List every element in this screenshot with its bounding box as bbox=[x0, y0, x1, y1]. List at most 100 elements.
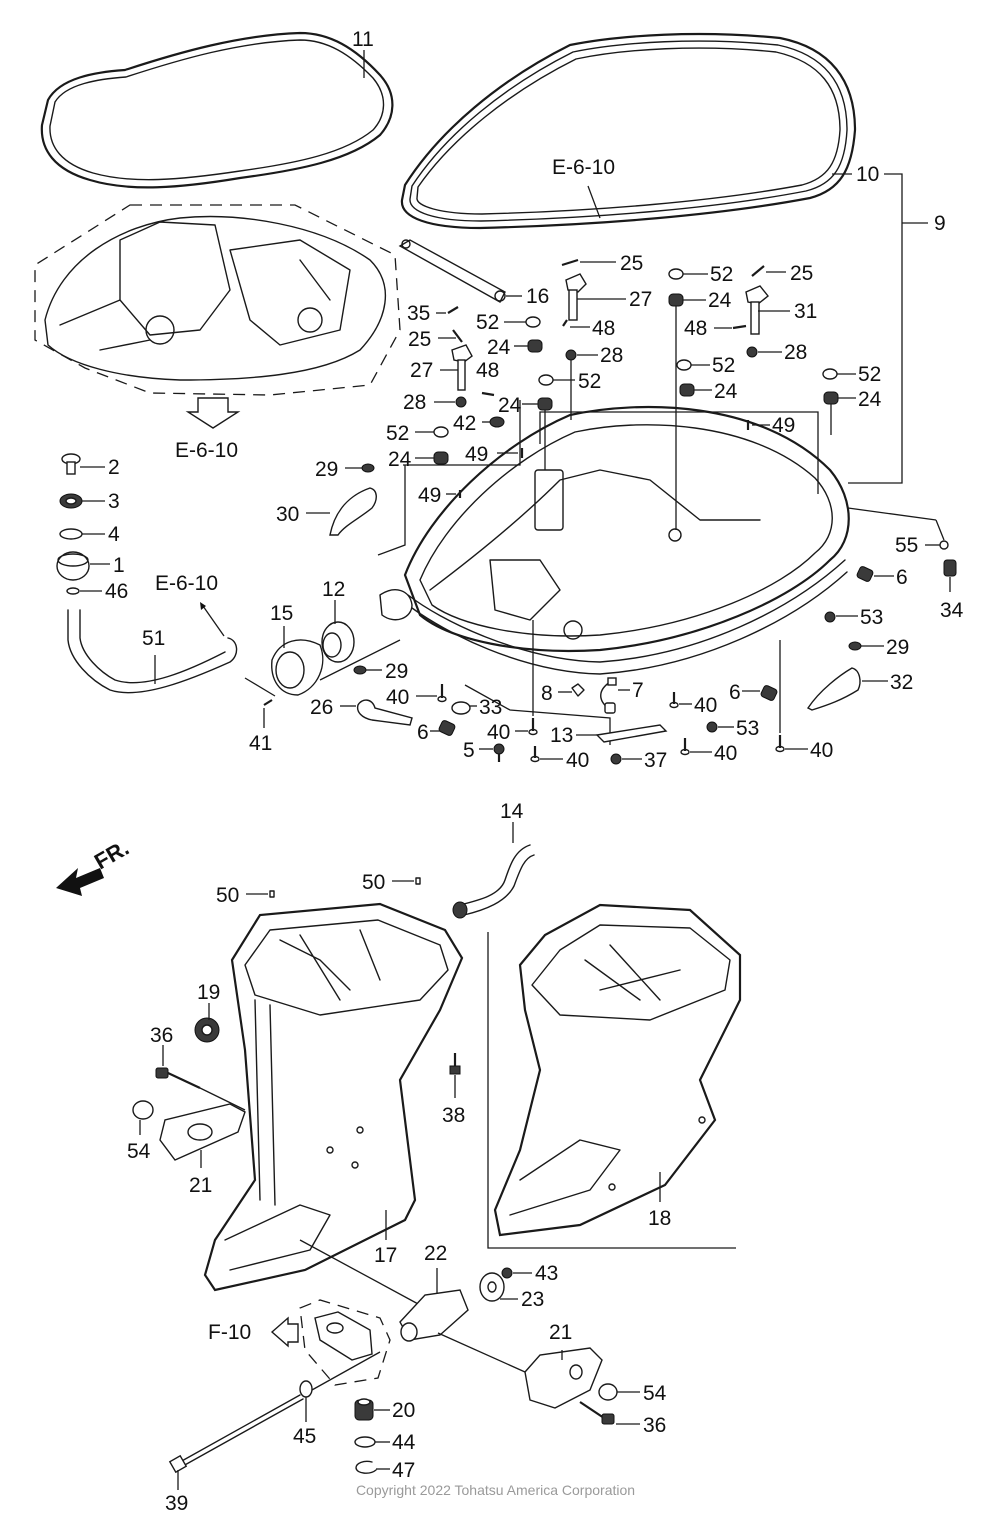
callout-45[interactable]: 45 bbox=[293, 1425, 316, 1448]
ref-mount-label[interactable]: F-10 bbox=[208, 1321, 251, 1344]
part-13-trim[interactable] bbox=[595, 724, 668, 743]
part-55-washer[interactable] bbox=[939, 540, 949, 550]
part-44-washer[interactable] bbox=[354, 1436, 376, 1448]
callout-53[interactable]: 53 bbox=[736, 717, 759, 740]
part-11-seal-ring[interactable] bbox=[40, 31, 394, 189]
callout-24[interactable]: 24 bbox=[858, 388, 882, 411]
callout-6[interactable]: 6 bbox=[417, 721, 429, 744]
part-12-grommet[interactable] bbox=[321, 621, 355, 663]
ref-under-plate-label[interactable]: E-6-10 bbox=[175, 439, 238, 462]
callout-7[interactable]: 7 bbox=[632, 679, 644, 702]
callout-54[interactable]: 54 bbox=[643, 1382, 667, 1405]
callout-20[interactable]: 20 bbox=[392, 1399, 415, 1422]
callout-10[interactable]: 10 bbox=[856, 163, 879, 186]
part-19-clamp[interactable] bbox=[194, 1017, 220, 1043]
callout-53[interactable]: 53 bbox=[860, 606, 883, 629]
part-21-mount[interactable] bbox=[524, 1347, 603, 1409]
ref-hose-label[interactable]: E-6-10 bbox=[155, 572, 218, 595]
part-23-washer[interactable] bbox=[479, 1272, 505, 1302]
callout-29[interactable]: 29 bbox=[886, 636, 909, 659]
callout-6[interactable]: 6 bbox=[729, 681, 741, 704]
callout-5[interactable]: 5 bbox=[463, 739, 475, 762]
callout-4[interactable]: 4 bbox=[108, 523, 120, 546]
part-8-clip[interactable] bbox=[571, 683, 585, 697]
part-25-spring[interactable] bbox=[452, 329, 463, 343]
callout-40[interactable]: 40 bbox=[487, 721, 510, 744]
callout-40[interactable]: 40 bbox=[566, 749, 589, 772]
callout-21[interactable]: 21 bbox=[189, 1174, 212, 1197]
part-49-pin[interactable] bbox=[458, 420, 750, 498]
callout-11[interactable]: 11 bbox=[352, 28, 374, 51]
part-16-stay[interactable] bbox=[398, 239, 506, 303]
callout-16[interactable]: 16 bbox=[526, 285, 549, 308]
callout-21[interactable]: 21 bbox=[549, 1321, 572, 1344]
part-30-handle[interactable] bbox=[329, 487, 377, 536]
callout-29[interactable]: 29 bbox=[385, 660, 408, 683]
callout-48[interactable]: 48 bbox=[592, 317, 615, 340]
callout-13[interactable]: 13 bbox=[550, 724, 573, 747]
callout-33[interactable]: 33 bbox=[479, 696, 502, 719]
callout-24[interactable]: 24 bbox=[708, 289, 732, 312]
part-53-clip[interactable] bbox=[706, 611, 836, 733]
part-54-cap[interactable] bbox=[132, 1100, 154, 1120]
under-cover-plate[interactable] bbox=[34, 204, 401, 396]
callout-22[interactable]: 22 bbox=[424, 1242, 447, 1265]
part-36-bolt[interactable] bbox=[155, 1067, 201, 1089]
callout-40[interactable]: 40 bbox=[386, 686, 409, 709]
mount-bracket-part[interactable] bbox=[314, 1311, 373, 1361]
callout-38[interactable]: 38 bbox=[442, 1104, 465, 1127]
part-7-sensor[interactable] bbox=[600, 677, 617, 714]
callout-24[interactable]: 24 bbox=[487, 336, 511, 359]
part-17-housing[interactable] bbox=[203, 902, 464, 1292]
callout-50[interactable]: 50 bbox=[362, 871, 385, 894]
callout-49[interactable]: 49 bbox=[772, 414, 795, 437]
part-18-housing[interactable] bbox=[493, 903, 742, 1237]
callout-54[interactable]: 54 bbox=[127, 1140, 151, 1163]
part-47-ring[interactable] bbox=[355, 1460, 377, 1474]
part-54-cap[interactable] bbox=[598, 1383, 618, 1401]
callout-55[interactable]: 55 bbox=[895, 534, 918, 557]
callout-37[interactable]: 37 bbox=[644, 749, 667, 772]
part-9-engine-cover[interactable] bbox=[379, 405, 850, 675]
callout-40[interactable]: 40 bbox=[810, 739, 833, 762]
callout-52[interactable]: 52 bbox=[710, 263, 733, 286]
callout-48[interactable]: 48 bbox=[476, 359, 499, 382]
part-48-pin[interactable] bbox=[732, 324, 747, 330]
callout-27[interactable]: 27 bbox=[629, 288, 652, 311]
part-25-spring[interactable] bbox=[561, 258, 579, 267]
part-25-spring[interactable] bbox=[751, 265, 765, 277]
callout-36[interactable]: 36 bbox=[150, 1024, 173, 1047]
callout-32[interactable]: 32 bbox=[890, 671, 913, 694]
callout-24[interactable]: 24 bbox=[714, 380, 738, 403]
callout-24[interactable]: 24 bbox=[388, 448, 412, 471]
part-33-plug[interactable] bbox=[451, 701, 471, 715]
callout-40[interactable]: 40 bbox=[694, 694, 717, 717]
callout-47[interactable]: 47 bbox=[392, 1459, 415, 1482]
part-34-nut[interactable] bbox=[943, 559, 957, 577]
callout-6[interactable]: 6 bbox=[896, 566, 908, 589]
callout-1[interactable]: 1 bbox=[113, 554, 125, 577]
part-15-cap[interactable] bbox=[271, 639, 324, 696]
part-37-screw[interactable] bbox=[610, 753, 622, 765]
callout-49[interactable]: 49 bbox=[465, 443, 488, 466]
callout-42[interactable]: 42 bbox=[453, 412, 476, 435]
part-20-nut[interactable] bbox=[354, 1398, 374, 1421]
callout-28[interactable]: 28 bbox=[403, 391, 426, 414]
part-48-pin[interactable] bbox=[562, 319, 568, 327]
callout-51[interactable]: 51 bbox=[142, 627, 165, 650]
callout-30[interactable]: 30 bbox=[276, 503, 299, 526]
ref-top-seal-label[interactable]: E-6-10 bbox=[552, 156, 615, 179]
part-39-bolt[interactable] bbox=[168, 1394, 304, 1474]
part-26-bracket[interactable] bbox=[356, 699, 413, 726]
callout-25[interactable]: 25 bbox=[408, 328, 431, 351]
part-42-nut[interactable] bbox=[489, 416, 505, 428]
callout-28[interactable]: 28 bbox=[600, 344, 623, 367]
callout-18[interactable]: 18 bbox=[648, 1207, 671, 1230]
part-32-handle[interactable] bbox=[806, 667, 861, 711]
callout-40[interactable]: 40 bbox=[714, 742, 737, 765]
callout-24[interactable]: 24 bbox=[498, 394, 522, 417]
callout-44[interactable]: 44 bbox=[392, 1431, 416, 1454]
part-4-washer[interactable] bbox=[59, 528, 83, 540]
callout-23[interactable]: 23 bbox=[521, 1288, 544, 1311]
callout-52[interactable]: 52 bbox=[712, 354, 735, 377]
